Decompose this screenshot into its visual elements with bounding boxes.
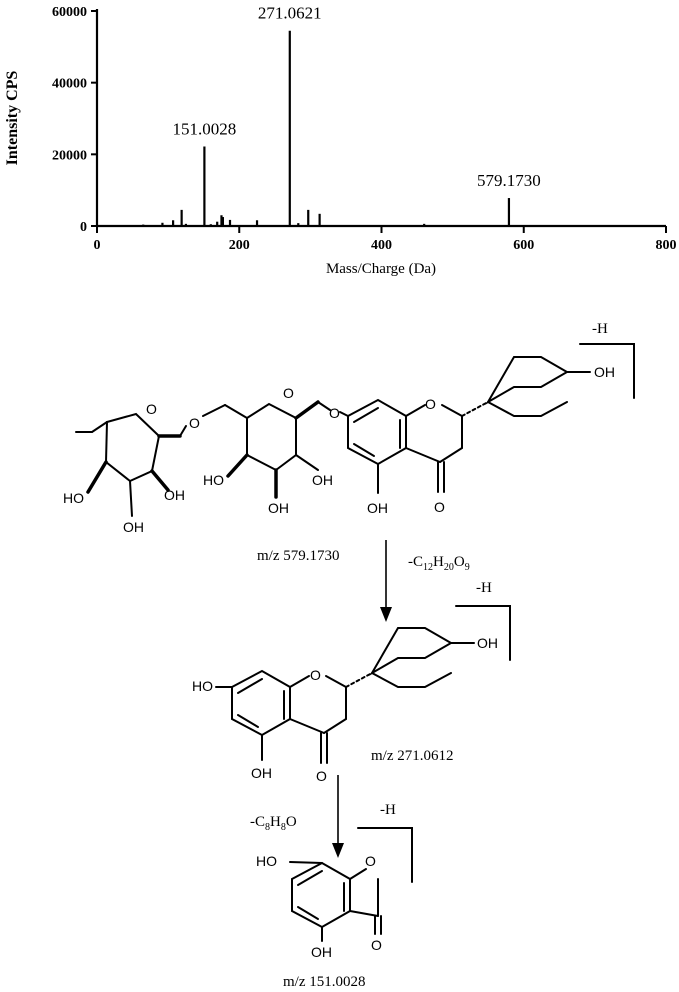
mz-label-3: m/z 151.0028 [283, 974, 366, 990]
peak-annotation: 579.1730 [477, 171, 541, 190]
mass-spectrum-chart: 0 20000 40000 60000 0 200 400 600 800 271.0621 1… [4, 4, 677, 277]
compound-naringin-structure: O O O O O O OH HO OH OH HO OH OH OH -H m… [63, 321, 635, 564]
y-tick-label: 0 [80, 220, 87, 235]
svg-text:O: O [365, 853, 376, 869]
aromatic-ring-b [485, 356, 570, 405]
arrowhead-2 [332, 843, 344, 858]
arrowhead-1 [380, 607, 392, 622]
mz-label-2: m/z 271.0612 [371, 748, 454, 764]
svg-text:OH: OH [477, 635, 498, 651]
svg-text:O: O [310, 667, 321, 683]
svg-text:HO: HO [192, 678, 213, 694]
svg-text:O: O [146, 401, 157, 417]
x-ticks: 0 200 400 600 800 [94, 226, 677, 253]
compound-naringenin-structure: HO O OH OH O -H m/z 271.0612 [192, 580, 511, 784]
x-axis-label: Mass/Charge (Da) [326, 261, 436, 277]
fragmentation-scheme: O O O O O O OH HO OH OH HO OH OH OH -H m… [63, 321, 635, 990]
svg-text:OH: OH [594, 364, 615, 380]
peak-labels: 271.0621 151.0028 579.1730 [173, 4, 541, 190]
svg-text:O: O [316, 768, 327, 784]
charge-label-2: -H [476, 580, 492, 596]
y-tick-label: 60000 [52, 5, 87, 20]
svg-text:OH: OH [311, 944, 332, 960]
svg-text:OH: OH [164, 487, 185, 503]
y-axis-label: Intensity CPS [4, 71, 21, 166]
charge-label-1: -H [592, 321, 608, 337]
svg-text:HO: HO [256, 853, 277, 869]
neutral-loss-1: -C12H20O9 [408, 554, 470, 573]
charge-label-3: -H [380, 802, 396, 818]
svg-text:O: O [189, 415, 200, 431]
y-tick-label: 20000 [52, 148, 87, 163]
svg-text:O: O [434, 499, 445, 515]
x-tick-label: 600 [513, 238, 534, 253]
x-tick-label: 0 [94, 238, 101, 253]
peak-annotation: 271.0621 [258, 4, 322, 23]
y-tick-label: 40000 [52, 77, 87, 92]
svg-text:OH: OH [268, 500, 289, 516]
aromatic-ring-b2 [369, 627, 454, 676]
x-tick-label: 200 [229, 238, 250, 253]
svg-text:O: O [329, 405, 340, 421]
mz-label-1: m/z 579.1730 [257, 548, 340, 564]
y-ticks: 0 20000 40000 60000 [52, 5, 97, 235]
charge-bracket-3 [357, 827, 413, 883]
svg-text:HO: HO [203, 472, 224, 488]
x-tick-label: 400 [371, 238, 392, 253]
charge-bracket-2 [455, 605, 511, 661]
neutral-loss-2: -C8H8O [250, 814, 297, 833]
glucose-ring [246, 402, 297, 472]
peaks [142, 30, 511, 226]
svg-text:OH: OH [367, 500, 388, 516]
svg-text:OH: OH [251, 765, 272, 781]
peak-annotation: 151.0028 [173, 119, 237, 138]
svg-text:O: O [283, 385, 294, 401]
charge-bracket-1 [579, 343, 635, 399]
svg-text:OH: OH [123, 519, 144, 535]
compound-fragment-structure: HO O OH O -H m/z 151.0028 [256, 802, 413, 990]
svg-text:OH: OH [312, 472, 333, 488]
x-tick-label: 800 [656, 238, 677, 253]
svg-text:O: O [371, 937, 382, 953]
svg-text:HO: HO [63, 490, 84, 506]
svg-text:O: O [425, 396, 436, 412]
